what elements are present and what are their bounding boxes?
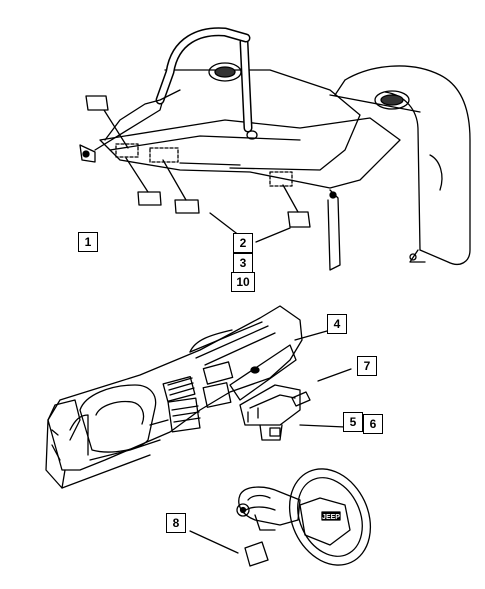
label-tag-bottom (189, 530, 269, 567)
roll-cage-assembly (79, 27, 471, 271)
callout-7: 7 (357, 356, 377, 376)
callout-1: 1 (78, 232, 98, 252)
airbag-module-bracket (239, 384, 311, 441)
callout-6: 6 (363, 414, 383, 434)
callout-8: 8 (166, 513, 186, 533)
svg-text:JEEP: JEEP (322, 514, 340, 521)
callout-5: 5 (343, 412, 363, 432)
label-tags-top (85, 95, 311, 243)
callout-2: 2 (233, 233, 253, 253)
instrument-panel (45, 305, 303, 489)
leaders-middle (294, 330, 352, 428)
callout-10: 10 (231, 272, 255, 292)
callout-4: 4 (327, 314, 347, 334)
callout-3: 3 (233, 253, 253, 273)
steering-wheel-assembly: JEEP (236, 468, 372, 566)
